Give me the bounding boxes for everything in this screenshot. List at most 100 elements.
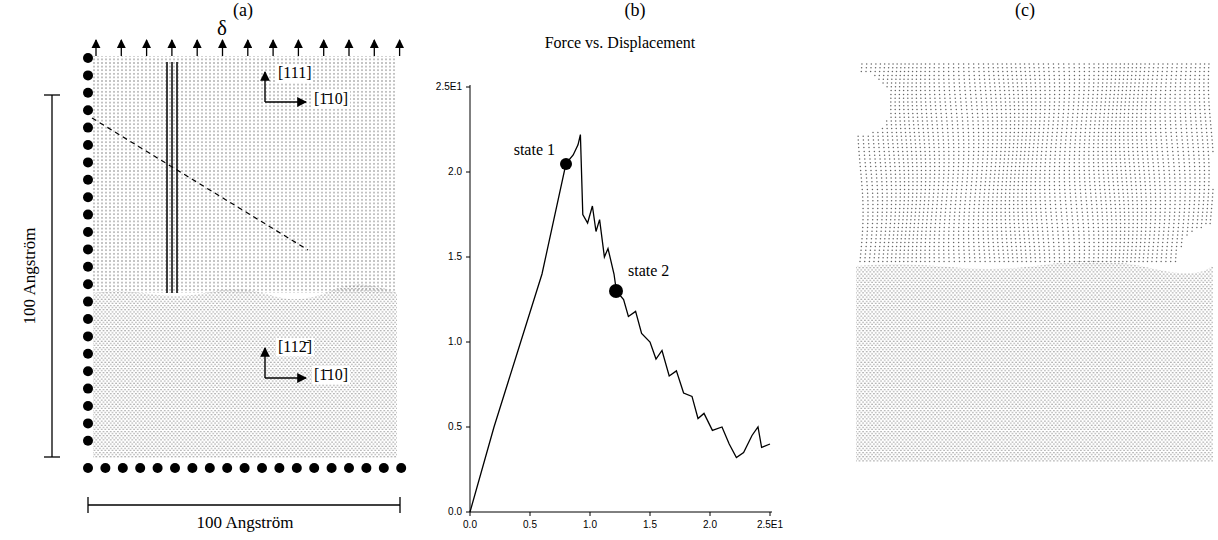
axis-tick bbox=[470, 512, 471, 516]
axis-tick-label: 1.5 bbox=[448, 251, 462, 263]
axis-tick bbox=[466, 427, 470, 428]
fixed-atom bbox=[240, 463, 250, 473]
axis-tick bbox=[466, 172, 470, 173]
axis-tick bbox=[466, 342, 470, 343]
fixed-atom bbox=[83, 157, 93, 167]
load-arrow bbox=[272, 40, 273, 56]
fixed-atom bbox=[396, 463, 406, 473]
state-label: state 1 bbox=[512, 141, 557, 159]
fixed-atom bbox=[100, 463, 110, 473]
axis-tick bbox=[590, 512, 591, 516]
direction-label: [1̄10] bbox=[312, 366, 350, 384]
fixed-atom bbox=[83, 244, 93, 254]
fixed-atom bbox=[327, 463, 337, 473]
fixed-atom bbox=[83, 418, 93, 428]
load-arrow bbox=[197, 40, 198, 56]
dimension-label: 100 Angström bbox=[20, 228, 40, 325]
fixed-atom bbox=[222, 463, 232, 473]
fixed-atom bbox=[118, 463, 128, 473]
axis-tick-label: 1.0 bbox=[448, 336, 462, 348]
axis-tick-label: 2.0 bbox=[448, 166, 462, 178]
load-arrow bbox=[146, 40, 147, 56]
fixed-atom bbox=[83, 123, 93, 133]
load-arrow bbox=[95, 40, 96, 56]
fixed-atom bbox=[83, 140, 93, 150]
fixed-atom bbox=[309, 463, 319, 473]
fixed-atom bbox=[83, 314, 93, 324]
axis-tick bbox=[650, 512, 651, 516]
fixed-atom bbox=[187, 463, 197, 473]
load-arrow bbox=[323, 40, 324, 56]
fixed-atom bbox=[83, 297, 93, 307]
axis-tick-label: 0.5 bbox=[523, 519, 537, 531]
fixed-atom bbox=[83, 463, 93, 473]
axis-tick bbox=[466, 257, 470, 258]
direction-label: [112̄] bbox=[276, 338, 314, 356]
panel-b-art bbox=[466, 85, 772, 516]
fixed-atom bbox=[344, 463, 354, 473]
axis-tick-label: 2.0 bbox=[703, 519, 717, 531]
panel-label: (c) bbox=[1015, 0, 1035, 21]
fixed-atom bbox=[83, 436, 93, 446]
axis-tick-label: 1.0 bbox=[583, 519, 597, 531]
load-arrows bbox=[96, 40, 400, 56]
state-label: state 2 bbox=[626, 262, 671, 280]
upper-grain bbox=[857, 63, 1213, 262]
dimension-lines bbox=[44, 95, 400, 513]
lower-grain bbox=[93, 284, 397, 458]
axis-tick bbox=[466, 87, 470, 88]
fixed-atom bbox=[83, 88, 93, 98]
fixed-atom bbox=[257, 463, 267, 473]
fixed-atom bbox=[83, 279, 93, 289]
state-marker bbox=[560, 158, 572, 170]
lower-grain bbox=[856, 261, 1213, 462]
fixed-atom bbox=[83, 70, 93, 80]
dimension-label: 100 Angström bbox=[197, 513, 294, 533]
fixed-atom bbox=[274, 463, 284, 473]
axis-ticks bbox=[466, 87, 770, 516]
fixed-atoms bbox=[83, 53, 406, 473]
fixed-atom bbox=[83, 192, 93, 202]
fixed-atom bbox=[153, 463, 163, 473]
axis-tick bbox=[770, 512, 771, 516]
fixed-atom bbox=[135, 463, 145, 473]
panel-label: (a) bbox=[233, 0, 253, 21]
load-arrow bbox=[121, 40, 122, 56]
slip-plane bbox=[92, 118, 308, 250]
axis-tick-label: 0.0 bbox=[463, 519, 477, 531]
fixed-atom bbox=[83, 384, 93, 394]
axis-tick bbox=[710, 512, 711, 516]
fixed-atom bbox=[83, 349, 93, 359]
fixed-atom bbox=[83, 53, 93, 63]
axis-tick-label: 1.5 bbox=[643, 519, 657, 531]
fixed-atom bbox=[83, 105, 93, 115]
state-marker bbox=[609, 284, 623, 298]
force-curve bbox=[470, 135, 770, 512]
fixed-atom bbox=[83, 175, 93, 185]
load-arrow bbox=[399, 40, 400, 56]
fixed-atom bbox=[361, 463, 371, 473]
panel-a-art bbox=[44, 40, 406, 513]
dislocation-lines bbox=[167, 62, 177, 293]
load-arrow bbox=[222, 40, 223, 56]
fixed-atom bbox=[205, 463, 215, 473]
upper-grain bbox=[93, 56, 397, 293]
load-arrow bbox=[348, 40, 349, 56]
load-arrow bbox=[171, 40, 172, 56]
fixed-atom bbox=[292, 463, 302, 473]
fixed-atom bbox=[170, 463, 180, 473]
axis-tick bbox=[530, 512, 531, 516]
fixed-atom bbox=[83, 366, 93, 376]
chart-axes bbox=[470, 85, 772, 512]
fixed-atom bbox=[83, 210, 93, 220]
direction-label: [111] bbox=[276, 64, 313, 82]
load-arrow bbox=[298, 40, 299, 56]
load-arrow bbox=[247, 40, 248, 56]
axis-tick-label: 2.5E1 bbox=[757, 519, 783, 531]
fixed-atom bbox=[83, 331, 93, 341]
fixed-atom bbox=[83, 401, 93, 411]
chart-title: Force vs. Displacement bbox=[545, 34, 696, 52]
panel-c-art bbox=[856, 63, 1214, 462]
axis-tick-label: 2.5E1 bbox=[436, 81, 462, 93]
